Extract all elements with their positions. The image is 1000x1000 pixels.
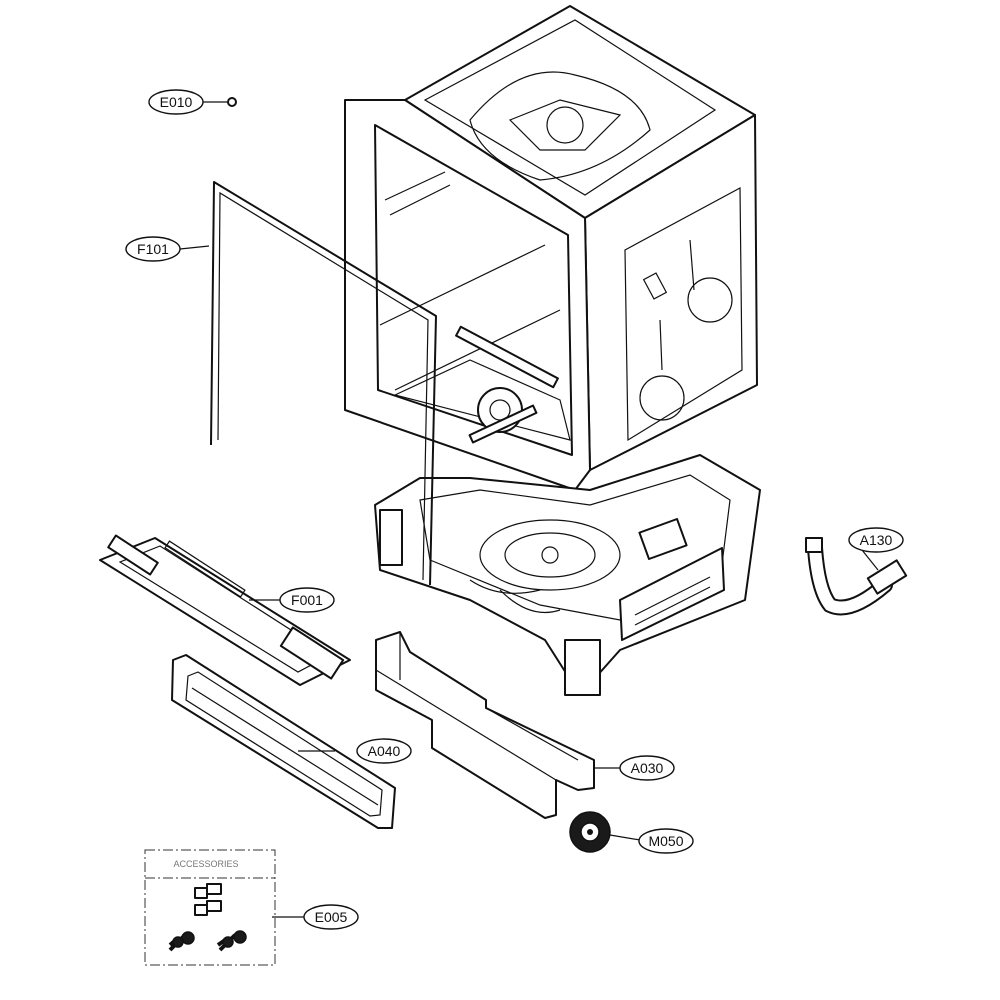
kick-plate-part (171, 654, 396, 829)
accessories-title: ACCESSORIES (173, 859, 238, 869)
callout-e010-label: E010 (160, 94, 193, 110)
callout-a040: A040 (356, 738, 412, 764)
bracket-icon (194, 883, 222, 916)
callout-a130-label: A130 (860, 532, 893, 548)
callout-f001: F001 (279, 587, 335, 613)
callout-a030: A030 (619, 755, 675, 781)
callout-a040-label: A040 (368, 743, 401, 759)
gear-part (569, 811, 611, 853)
callout-f101-label: F101 (137, 241, 169, 257)
accessories-box: ACCESSORIES (144, 849, 276, 966)
callout-a030-label: A030 (631, 760, 664, 776)
tub-assembly (344, 5, 758, 491)
callout-e010: E010 (148, 89, 204, 115)
callout-m050-label: M050 (648, 833, 683, 849)
bracket-part (99, 534, 351, 686)
callout-f001-label: F001 (291, 592, 323, 608)
base-assembly (374, 454, 761, 696)
callout-m050: M050 (638, 828, 694, 854)
door-gasket (210, 181, 437, 586)
callout-e005: E005 (303, 904, 359, 930)
callout-a130: A130 (848, 527, 904, 553)
clip-part (227, 97, 237, 107)
callout-f101: F101 (125, 236, 181, 262)
screw-icon (168, 930, 247, 952)
insulation-part (375, 631, 595, 819)
callout-e005-label: E005 (315, 909, 348, 925)
hose-part (805, 537, 908, 616)
